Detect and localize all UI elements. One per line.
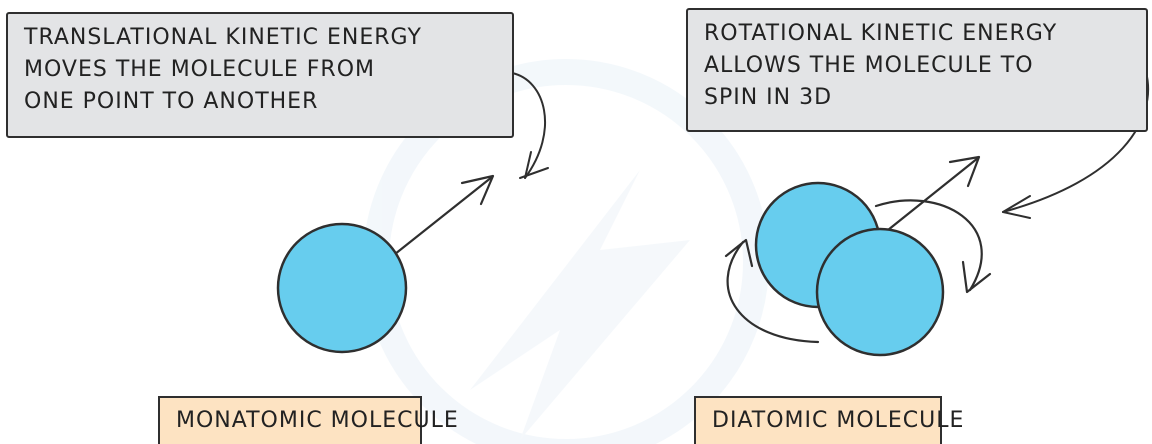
rotational-energy-callout: ROTATIONAL KINETIC ENERGY ALLOWS THE MOL… (686, 8, 1148, 132)
callout-line: ALLOWS THE MOLECULE TO (704, 53, 1034, 78)
callout-line: ONE POINT TO ANOTHER (24, 89, 319, 114)
translation-direction-arrow (388, 175, 494, 260)
callout-line: MOVES THE MOLECULE FROM (24, 57, 376, 82)
diatomic-molecule (724, 155, 992, 357)
monatomic-molecule-label: MONATOMIC MOLECULE (158, 396, 458, 444)
callout-line: ROTATIONAL KINETIC ENERGY (704, 21, 1058, 46)
diatomic-molecule-label: DIATOMIC MOLECULE (694, 396, 963, 444)
callout-line: TRANSLATIONAL KINETIC ENERGY (24, 25, 422, 50)
translational-energy-callout: TRANSLATIONAL KINETIC ENERGY MOVES THE M… (6, 12, 514, 138)
monatomic-molecule (276, 174, 495, 354)
translation-direction-arrow (876, 156, 980, 240)
rotation-arrow-right (874, 199, 983, 292)
callout-line: SPIN IN 3D (704, 85, 833, 110)
atom-front (815, 227, 945, 357)
rotation-arrow-left (726, 240, 820, 344)
atom (276, 222, 408, 354)
